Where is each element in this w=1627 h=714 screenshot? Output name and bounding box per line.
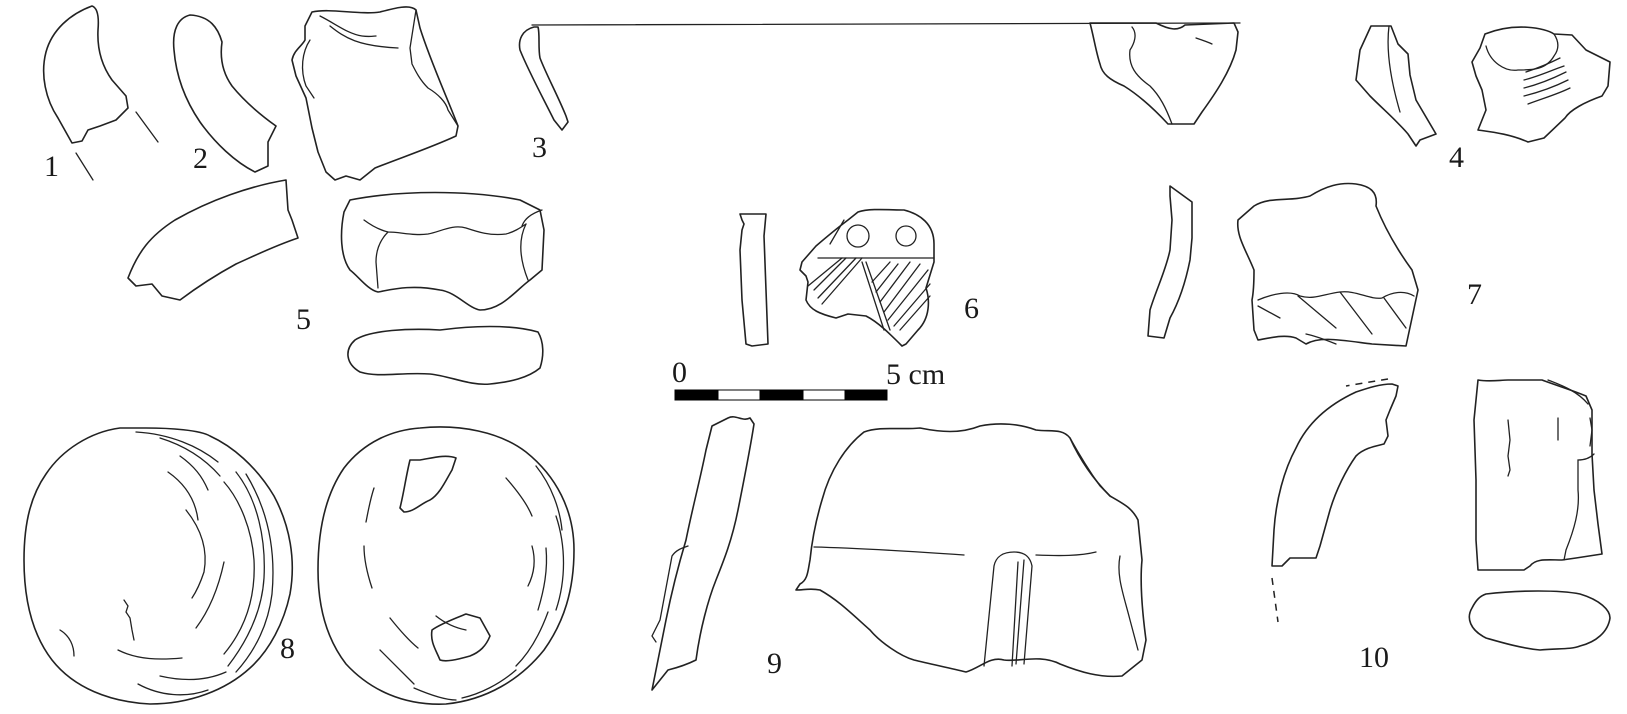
fragment-10-section bbox=[1468, 590, 1611, 651]
fragment-8-interior bbox=[317, 426, 575, 705]
fragment-6-sherd bbox=[799, 208, 935, 347]
fragment-3-rim bbox=[518, 22, 1241, 131]
fragment-5-profile bbox=[127, 179, 299, 301]
label-2: 2 bbox=[193, 142, 208, 175]
label-6: 6 bbox=[964, 292, 979, 325]
label-7: 7 bbox=[1467, 278, 1482, 311]
fragment-4-sherd bbox=[1471, 26, 1611, 143]
scale-bar bbox=[674, 389, 888, 401]
label-4: 4 bbox=[1449, 141, 1464, 174]
fragment-2-sherd bbox=[291, 6, 459, 181]
fragment-9-profile bbox=[651, 416, 755, 691]
label-3: 3 bbox=[532, 131, 547, 164]
label-9: 9 bbox=[767, 647, 782, 680]
fragment-6-profile bbox=[739, 213, 769, 347]
fragment-8-exterior bbox=[23, 427, 294, 705]
fragment-7-sherd bbox=[1236, 182, 1419, 347]
label-1: 1 bbox=[44, 150, 59, 183]
fragment-10-sherd bbox=[1473, 379, 1603, 571]
scale-end-label: 5 cm bbox=[886, 358, 945, 391]
label-8: 8 bbox=[280, 632, 295, 665]
fragment-10-profile bbox=[1271, 378, 1399, 623]
scale-start-label: 0 bbox=[672, 356, 687, 389]
fragment-5-section bbox=[347, 325, 544, 386]
fragment-1-profile bbox=[42, 5, 159, 181]
fragment-5-top-view bbox=[340, 191, 545, 311]
fragment-4-profile bbox=[1355, 25, 1437, 147]
fragment-7-profile bbox=[1147, 185, 1193, 339]
label-10: 10 bbox=[1359, 641, 1389, 674]
fragment-9-sherd bbox=[795, 423, 1147, 678]
fragment-2-profile bbox=[172, 14, 277, 173]
label-5: 5 bbox=[296, 303, 311, 336]
